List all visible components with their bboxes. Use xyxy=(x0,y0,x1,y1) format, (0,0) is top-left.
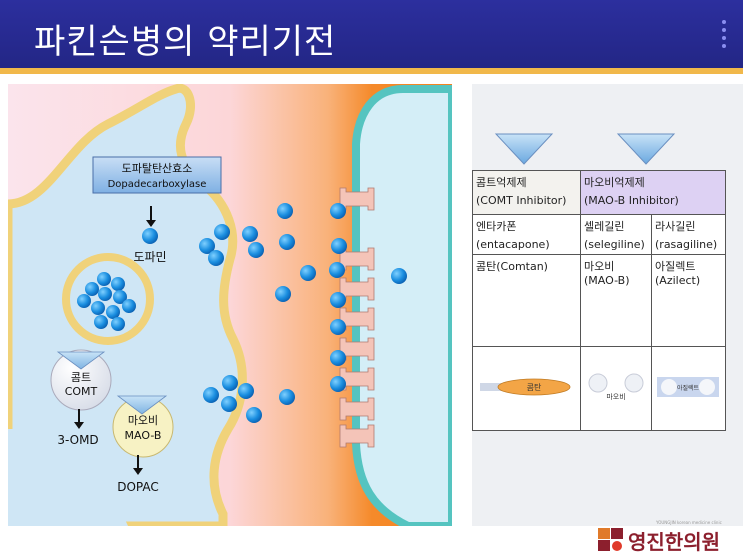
omd-label: 3-OMD xyxy=(57,433,98,447)
clinic-logo-tagline: YOUNGJIN korean medicine clinic xyxy=(656,520,722,525)
maobi-ko: 마오비 xyxy=(584,258,648,274)
comt-label-en: COMT xyxy=(65,385,98,398)
maobi-cell: 마오비 (MAO-B) xyxy=(581,255,652,347)
maob-inhibitor-icon xyxy=(616,132,676,168)
comt-inhibitor-en: (COMT Inhibitor) xyxy=(476,194,577,207)
maob-inhibitor-header: 마오비억제제 (MAO-B Inhibitor) xyxy=(581,171,726,215)
maobi-pill-label: 마오비 xyxy=(606,392,625,401)
table-row: 콤탄(Comtan) 마오비 (MAO-B) 아질렉트 (Azilect) xyxy=(473,255,726,347)
dopac-label: DOPAC xyxy=(117,480,159,494)
drug-table-panel: 콤트억제제 (COMT Inhibitor) 마오비억제제 (MAO-B Inh… xyxy=(472,84,743,526)
maobi-pill-image: 마오비 xyxy=(584,372,648,402)
table-row: 엔타카폰 (entacapone) 셀레길린 (selegiline) 라사길린… xyxy=(473,215,726,255)
comtan-cell: 콤탄(Comtan) xyxy=(473,255,581,347)
rasagiline-en: (rasagiline) xyxy=(655,238,722,251)
selegiline-en: (selegiline) xyxy=(584,238,648,251)
comtan-pill-image: 콤탄 xyxy=(476,375,576,399)
synapse-diagram: 도파탈탄산효소 Dopadecarboxylase 도파민 콤트 COMT 3-… xyxy=(8,84,452,526)
comt-inhibitor-icon xyxy=(494,132,554,168)
maob-inhibitor-en: (MAO-B Inhibitor) xyxy=(584,194,722,207)
selegiline-cell: 셀레길린 (selegiline) xyxy=(581,215,652,255)
maob-label-en: MAO-B xyxy=(125,429,162,442)
maob-inhibitor-ko: 마오비억제제 xyxy=(584,174,722,190)
enzyme-label-en: Dopadecarboxylase xyxy=(108,179,207,190)
dopamine-molecule xyxy=(142,228,158,244)
enzyme-label-ko: 도파탈탄산효소 xyxy=(122,162,193,175)
azilect-en: (Azilect) xyxy=(655,274,722,287)
azilect-pill-image: 아질렉트 xyxy=(655,375,721,399)
table-row: 콤탄 마오비 아질렉트 xyxy=(473,347,726,431)
clinic-logo-icon xyxy=(598,528,624,552)
maob-label-ko: 마오비 xyxy=(128,414,158,427)
comtan-pill-label: 콤탄 xyxy=(527,382,542,392)
clinic-logo-text: 영진한의원 xyxy=(628,526,720,555)
comt-inhibitor-ko: 콤트억제제 xyxy=(476,174,577,190)
maobi-pill-cell: 마오비 xyxy=(581,347,652,431)
dopamine-label: 도파민 xyxy=(133,250,166,264)
azilect-ko: 아질렉트 xyxy=(655,258,722,274)
entacapone-en: (entacapone) xyxy=(476,238,577,251)
menu-dots-icon xyxy=(720,20,728,60)
maobi-en: (MAO-B) xyxy=(584,274,648,287)
postsynaptic-neuron xyxy=(356,89,452,526)
table-header-row: 콤트억제제 (COMT Inhibitor) 마오비억제제 (MAO-B Inh… xyxy=(473,171,726,215)
selegiline-ko: 셀레길린 xyxy=(584,218,648,234)
entacapone-cell: 엔타카폰 (entacapone) xyxy=(473,215,581,255)
title-underline xyxy=(0,68,743,74)
comtan-brand: 콤탄(Comtan) xyxy=(476,258,577,274)
rasagiline-ko: 라사길린 xyxy=(655,218,722,234)
page-title: 파킨슨병의 약리기전 xyxy=(34,14,336,63)
drug-table: 콤트억제제 (COMT Inhibitor) 마오비억제제 (MAO-B Inh… xyxy=(472,170,726,431)
azilect-pill-label: 아질렉트 xyxy=(677,384,700,392)
comt-label-ko: 콤트 xyxy=(71,371,91,384)
clinic-logo: YOUNGJIN korean medicine clinic 영진한의원 xyxy=(598,524,743,554)
comtan-pill-cell: 콤탄 xyxy=(473,347,581,431)
azilect-cell: 아질렉트 (Azilect) xyxy=(652,255,726,347)
comt-inhibitor-header: 콤트억제제 (COMT Inhibitor) xyxy=(473,171,581,215)
azilect-pill-cell: 아질렉트 xyxy=(652,347,726,431)
rasagiline-cell: 라사길린 (rasagiline) xyxy=(652,215,726,255)
entacapone-ko: 엔타카폰 xyxy=(476,218,577,234)
